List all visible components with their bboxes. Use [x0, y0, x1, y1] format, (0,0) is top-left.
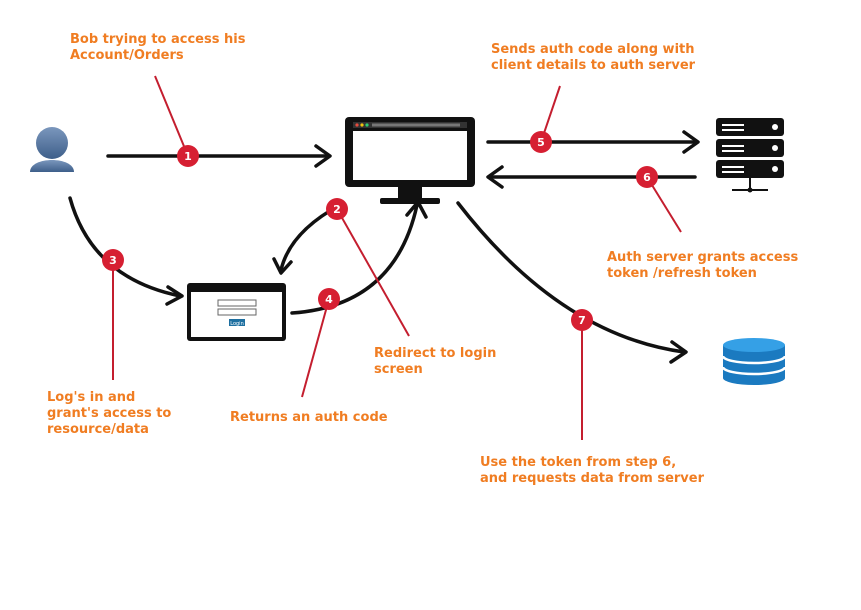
step-badges: 1 2 3 4 5 6 7 [102, 131, 658, 331]
leader-step-4 [301, 298, 330, 398]
caption-step-1: Bob trying to access his Account/Orders [70, 32, 250, 63]
step-badge-5: 5 [530, 131, 552, 153]
svg-text:7: 7 [578, 314, 586, 327]
caption-step-7: Use the token from step 6, and requests … [480, 455, 705, 486]
caption-step-2: Redirect to login screen [374, 346, 501, 377]
step-badge-7: 7 [571, 309, 593, 331]
svg-text:3: 3 [109, 254, 117, 267]
svg-text:4: 4 [325, 293, 333, 306]
user-icon [30, 127, 74, 172]
svg-text:6: 6 [643, 171, 651, 184]
svg-text:5: 5 [537, 136, 545, 149]
leader-lines [112, 75, 682, 440]
caption-step-4: Returns an auth code [230, 410, 388, 425]
arrow-monitor-to-server [486, 130, 700, 154]
login-button-label: Login [230, 321, 244, 327]
caption-step-5: Sends auth code along with client detail… [491, 42, 699, 73]
login-window-icon: Login [187, 283, 286, 341]
step-badge-6: 6 [636, 166, 658, 188]
leader-step-1 [154, 75, 189, 157]
arrow-server-to-monitor [486, 165, 697, 189]
monitor-icon [345, 117, 475, 204]
step-badge-2: 2 [326, 198, 348, 220]
leader-step-2 [336, 208, 410, 337]
server-icon [716, 118, 784, 193]
step-badge-3: 3 [102, 249, 124, 271]
arrow-user-to-monitor [106, 144, 332, 168]
svg-text:2: 2 [333, 203, 341, 216]
step-badge-4: 4 [318, 288, 340, 310]
arrow-login-to-monitor [290, 200, 428, 315]
arrow-user-to-login [68, 196, 184, 306]
captions: Bob trying to access his Account/Orders … [47, 32, 803, 486]
arrow-monitor-to-database [456, 201, 688, 364]
step-badge-1: 1 [177, 145, 199, 167]
caption-step-6: Auth server grants access token /refresh… [607, 250, 803, 281]
svg-text:1: 1 [184, 150, 192, 163]
database-icon [721, 338, 787, 385]
caption-step-3: Log's in and grant's access to resource/… [47, 390, 176, 437]
